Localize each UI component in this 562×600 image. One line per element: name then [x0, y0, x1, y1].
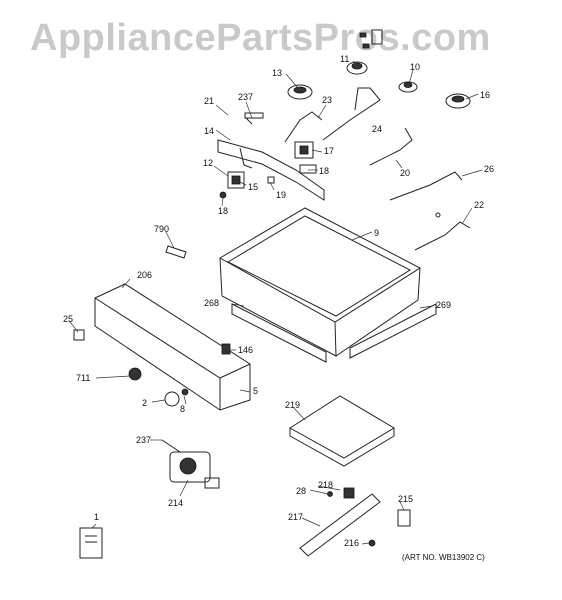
gas-tube-26[interactable] — [389, 171, 463, 201]
callout-268: 268 — [204, 298, 219, 308]
bracket-18b — [299, 164, 317, 174]
igniter-218[interactable] — [343, 487, 355, 499]
burner-box-9[interactable] — [218, 207, 421, 357]
gas-tube-22[interactable] — [414, 221, 471, 251]
manual-1[interactable] — [79, 527, 103, 559]
screw-237a — [245, 117, 253, 125]
callout-216: 216 — [344, 538, 359, 548]
callout-28: 28 — [296, 486, 306, 496]
callout-214: 214 — [168, 498, 183, 508]
callout-1: 1 — [94, 512, 99, 522]
trim-268[interactable] — [231, 303, 327, 363]
callout-17: 17 — [324, 146, 334, 156]
callout-12: 12 — [203, 158, 213, 168]
callout-146: 146 — [238, 345, 253, 355]
callout-10: 10 — [410, 62, 420, 72]
callout-206: 206 — [137, 270, 152, 280]
callout-20: 20 — [400, 168, 410, 178]
callout-26: 26 — [484, 164, 494, 174]
valve-214[interactable] — [169, 451, 220, 489]
knob-2[interactable] — [164, 391, 180, 407]
burner-cap-11[interactable] — [346, 61, 368, 75]
callout-217: 217 — [288, 512, 303, 522]
burner-cap-16[interactable] — [445, 93, 471, 109]
screw-small-top — [359, 29, 383, 49]
spring-8 — [181, 388, 189, 396]
callout-9: 9 — [374, 228, 379, 238]
control-panel-5[interactable] — [94, 283, 251, 411]
callout-19: 19 — [276, 190, 286, 200]
burner-cap-13[interactable] — [287, 84, 313, 100]
callout-2: 2 — [142, 398, 147, 408]
callout-15: 15 — [248, 182, 258, 192]
broil-burner-217[interactable] — [299, 493, 381, 557]
valve-17[interactable] — [294, 141, 314, 159]
callout-16: 16 — [480, 90, 490, 100]
shield-219[interactable] — [289, 395, 395, 467]
callout-5: 5 — [253, 386, 258, 396]
callout-218: 218 — [318, 480, 333, 490]
callout-23: 23 — [322, 95, 332, 105]
callout-24: 24 — [372, 124, 382, 134]
callout-219: 219 — [285, 400, 300, 410]
callout-25: 25 — [63, 314, 73, 324]
screw-28 — [327, 491, 333, 497]
burner-cap-10[interactable] — [398, 81, 418, 93]
callout-21: 21 — [204, 96, 214, 106]
callout-8: 8 — [180, 404, 185, 414]
screw-237b — [161, 439, 181, 453]
trim-269[interactable] — [349, 303, 437, 359]
gas-tube-20[interactable] — [369, 127, 413, 166]
watermark-text: AppliancePartsPros.com — [30, 17, 491, 59]
clip-790 — [165, 245, 187, 259]
callout-22: 22 — [474, 200, 484, 210]
knob-711[interactable] — [128, 367, 142, 381]
screw-216 — [368, 539, 376, 547]
gas-tube-23[interactable] — [284, 111, 323, 143]
bracket-215[interactable] — [397, 509, 411, 527]
callout-790: 790 — [154, 224, 169, 234]
callout-269: 269 — [436, 300, 451, 310]
callout-711: 711 — [76, 373, 90, 383]
clip-25 — [73, 329, 85, 341]
callout-18b: 18 — [319, 166, 329, 176]
art-number: (ART NO. WB13902 C) — [402, 553, 485, 562]
manifold-14[interactable] — [217, 112, 325, 201]
callout-18a: 18 — [218, 206, 228, 216]
clip-19 — [267, 176, 275, 184]
callout-13: 13 — [272, 68, 282, 78]
switch-146[interactable] — [221, 343, 231, 355]
gas-tube-24[interactable] — [322, 87, 381, 141]
screw-18a — [219, 191, 227, 199]
callout-215: 215 — [398, 494, 413, 504]
callout-14: 14 — [204, 126, 214, 136]
callout-11: 11 — [340, 54, 349, 64]
callout-237a: 237 — [238, 92, 253, 102]
callout-237b: 237 — [136, 435, 151, 445]
